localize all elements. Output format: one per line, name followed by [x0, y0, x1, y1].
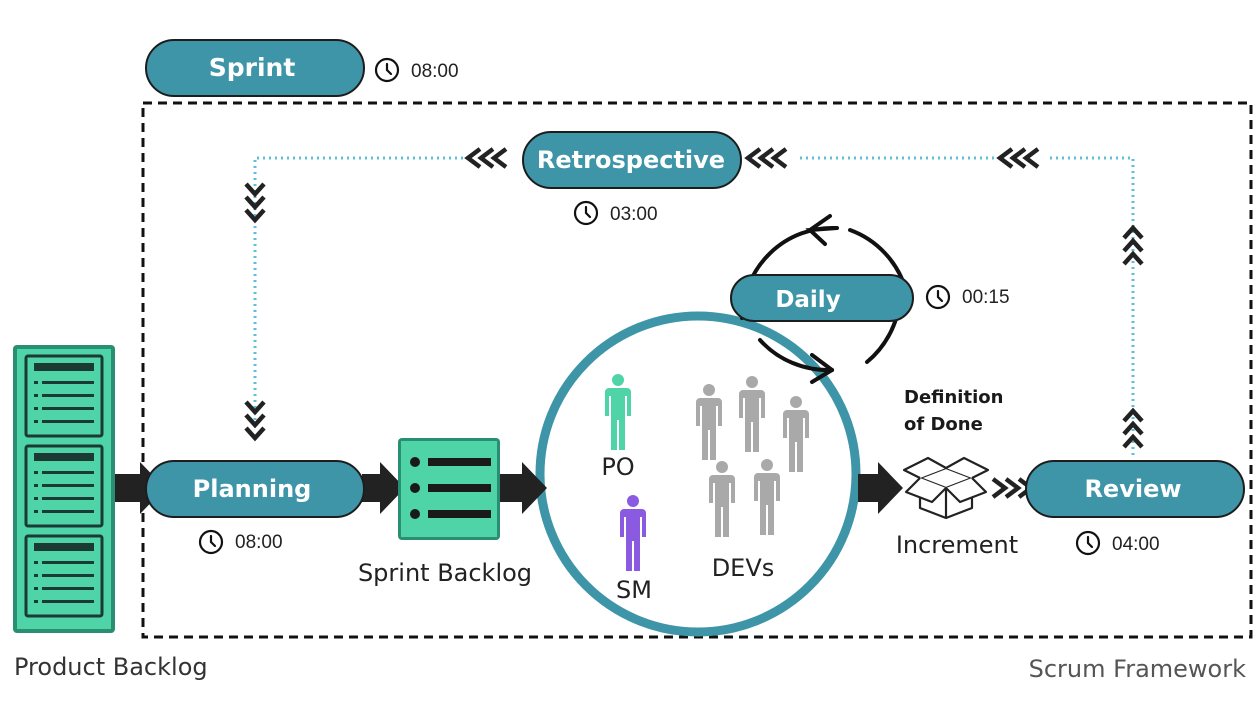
- retrospective-pill: Retrospective: [522, 131, 742, 189]
- sprint-pill: Sprint: [145, 39, 365, 97]
- sm-label: SM: [616, 576, 652, 604]
- team-circle: [535, 311, 861, 637]
- sprint-backlog-label: Sprint Backlog: [358, 559, 532, 587]
- chevrons-left-c: [1000, 149, 1038, 167]
- daily-label: Daily: [775, 287, 840, 313]
- chevrons-left-b: [748, 149, 786, 167]
- chevrons-up-a: [1124, 228, 1142, 264]
- clock-icon: [198, 529, 224, 555]
- daily-pill: Daily: [730, 274, 914, 322]
- po-label: PO: [601, 453, 634, 481]
- daily-time: 00:15: [962, 287, 1010, 308]
- definition-of-done-line2: of Done: [904, 414, 983, 435]
- arrow-planning-to-sprint-backlog: [362, 462, 405, 514]
- clock-icon: [925, 284, 951, 310]
- chevrons-left-a: [468, 149, 506, 167]
- clock-icon: [1075, 530, 1101, 556]
- review-pill: Review: [1025, 460, 1245, 518]
- product-backlog-label: Product Backlog: [14, 653, 208, 681]
- definition-of-done-line1: Definition: [904, 387, 1003, 408]
- product-backlog-icon: [13, 345, 115, 633]
- increment-label: Increment: [896, 531, 1018, 559]
- arrow-team-to-increment: [858, 462, 903, 514]
- list-icon: [398, 438, 500, 540]
- review-label: Review: [1084, 475, 1181, 503]
- box-icon: [902, 456, 990, 520]
- sprint-label: Sprint: [209, 53, 296, 82]
- retrospective-label: Retrospective: [537, 146, 725, 174]
- planning-pill: Planning: [145, 460, 365, 518]
- sprint-time: 08:00: [411, 61, 459, 82]
- review-time: 04:00: [1112, 534, 1160, 555]
- arrow-sprint-backlog-to-team: [500, 462, 547, 514]
- devs-label: DEVs: [712, 554, 775, 582]
- framework-label: Scrum Framework: [1029, 655, 1246, 683]
- planning-label: Planning: [193, 475, 312, 503]
- clock-icon: [573, 200, 599, 226]
- sprint-boundary: [141, 101, 1253, 639]
- retrospective-time: 03:00: [610, 204, 658, 225]
- planning-time: 08:00: [235, 532, 283, 553]
- clock-icon: [374, 57, 400, 83]
